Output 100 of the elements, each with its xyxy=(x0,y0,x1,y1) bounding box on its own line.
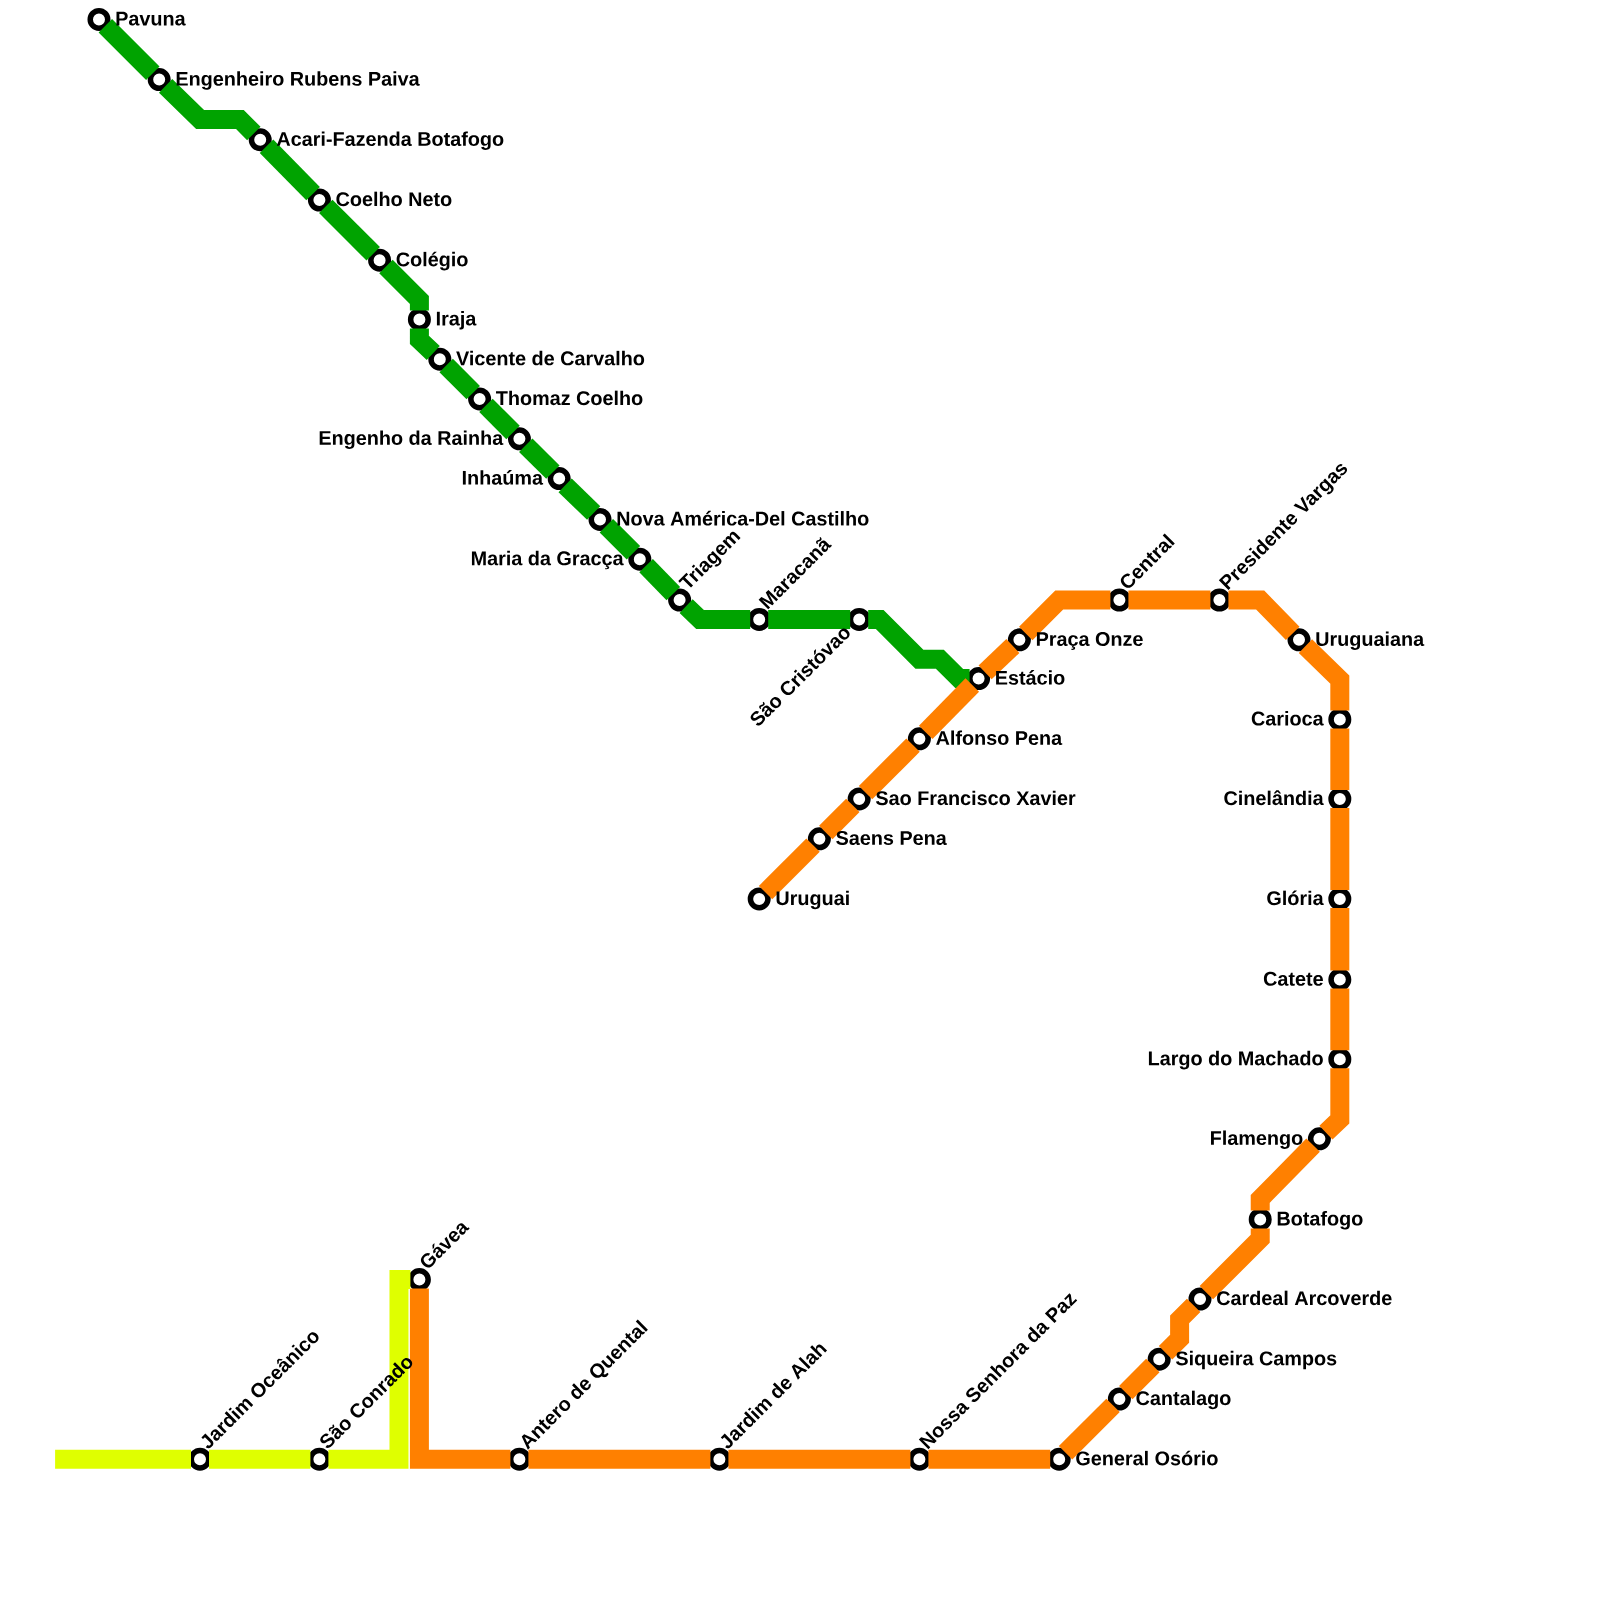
route-line xyxy=(1330,908,1350,971)
route-line xyxy=(868,609,970,689)
station-marker xyxy=(1307,1127,1331,1151)
station-marker xyxy=(1047,1447,1071,1471)
route-line xyxy=(55,1449,191,1469)
station-label: Estácio xyxy=(996,670,1065,685)
route-line xyxy=(1319,1068,1350,1140)
station-marker xyxy=(1328,787,1352,811)
station-marker xyxy=(1328,887,1352,911)
station-label: Pavuna xyxy=(116,11,186,26)
station-label: Glória xyxy=(1267,890,1324,906)
route-line xyxy=(1298,639,1350,711)
station-marker xyxy=(1328,968,1352,992)
station-label: Iraja xyxy=(436,311,477,330)
station-marker xyxy=(547,467,571,491)
route-line xyxy=(328,1270,411,1469)
station-marker xyxy=(307,1447,331,1471)
station-label: Largo do Machado xyxy=(1148,1050,1323,1070)
route-line xyxy=(819,798,860,840)
station-label: Thomaz Coelho xyxy=(496,390,643,406)
station-marker xyxy=(307,188,331,212)
route-line xyxy=(1128,590,1211,610)
station-marker xyxy=(188,1447,212,1471)
station-label: Catete xyxy=(1263,971,1323,986)
station-label: General Osório xyxy=(1076,1450,1218,1466)
station-marker xyxy=(668,588,692,612)
station-marker xyxy=(1287,628,1311,652)
station-marker xyxy=(1328,707,1352,731)
route-line xyxy=(1330,988,1350,1051)
station-marker xyxy=(368,248,392,272)
route-line xyxy=(528,1449,711,1469)
station-label: Saens Pena xyxy=(836,830,947,845)
route-line xyxy=(1119,1358,1160,1400)
route-line xyxy=(259,139,320,201)
station-marker xyxy=(407,1268,431,1292)
route-line xyxy=(98,19,160,80)
station-marker xyxy=(1007,628,1031,652)
station-label: Flamengo xyxy=(1211,1130,1303,1149)
route-line xyxy=(728,1449,911,1469)
station-label: Cinelândia xyxy=(1224,790,1324,806)
route-line xyxy=(379,259,429,311)
route-line xyxy=(159,79,261,141)
station-marker xyxy=(907,1447,931,1471)
station-marker xyxy=(747,887,771,911)
station-marker xyxy=(747,607,771,631)
station-label: Praça Onze xyxy=(1036,632,1143,650)
route-line xyxy=(409,1288,511,1469)
station-label: Maria da Gracça xyxy=(471,550,624,570)
route-line xyxy=(409,328,440,360)
route-line xyxy=(639,559,681,601)
station-label: Inhaúma xyxy=(462,470,544,485)
station-label: Uruguai xyxy=(776,890,849,910)
station-label: Coelho Neto xyxy=(336,191,452,207)
station-marker xyxy=(147,68,171,92)
route-line xyxy=(1058,1398,1120,1460)
station-marker xyxy=(847,787,871,811)
route-line xyxy=(1330,808,1350,890)
route-line xyxy=(439,358,480,400)
route-line xyxy=(928,1449,1051,1469)
station-marker xyxy=(428,347,452,371)
station-label: Nova América-Del Castilho xyxy=(617,510,869,526)
station-marker xyxy=(1328,1047,1352,1071)
route-line xyxy=(768,609,851,629)
route-line xyxy=(599,519,641,560)
station-marker xyxy=(907,727,931,751)
route-line xyxy=(679,599,751,629)
station-label: Engenheiro Rubens Paiva xyxy=(176,71,420,90)
station-marker xyxy=(248,128,272,152)
route-line xyxy=(479,398,520,440)
station-marker xyxy=(507,427,531,451)
station-label: Uruguaiana xyxy=(1316,631,1425,650)
station-marker xyxy=(1248,1207,1272,1231)
station-marker xyxy=(1147,1347,1171,1371)
station-label: Sao Francisco Xavier xyxy=(875,790,1076,806)
station-label: Colégio xyxy=(396,251,468,271)
station-label: Cardeal Arcoverde xyxy=(1217,1290,1392,1306)
route-line xyxy=(1228,590,1300,640)
route-line xyxy=(978,639,1020,680)
route-line xyxy=(858,738,920,800)
station-label: Vicente de Carvalho xyxy=(456,350,645,366)
station-label: Acari-Fazenda Botafogo xyxy=(276,131,504,150)
route-line xyxy=(1158,1298,1201,1360)
station-label: Alfonso Pena xyxy=(936,730,1063,745)
station-marker xyxy=(87,7,111,31)
route-line xyxy=(1199,1228,1270,1300)
station-marker xyxy=(1107,1387,1131,1411)
station-label: Cantalago xyxy=(1136,1390,1231,1410)
route-line xyxy=(1250,1138,1320,1211)
station-marker xyxy=(1188,1287,1212,1311)
station-marker xyxy=(628,547,652,571)
station-marker xyxy=(407,307,431,331)
route-line xyxy=(519,438,560,479)
station-label: Botafogo xyxy=(1277,1211,1363,1230)
station-marker xyxy=(588,507,612,531)
route-line xyxy=(1019,590,1111,641)
station-marker xyxy=(1107,588,1131,612)
station-marker xyxy=(468,387,492,411)
station-label: Siqueira Campos xyxy=(1175,1350,1337,1370)
route-line xyxy=(319,199,380,261)
route-line xyxy=(758,838,820,900)
